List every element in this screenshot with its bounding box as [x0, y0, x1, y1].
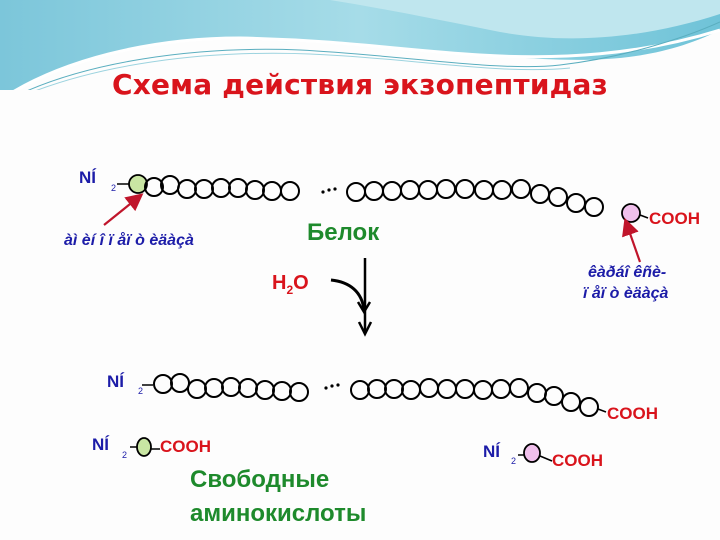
protein-name: Белок: [307, 219, 380, 246]
free-left-subscript: 2: [122, 450, 128, 460]
free-left-cooh-label: COOH: [160, 437, 211, 456]
protein-chain: [117, 174, 649, 223]
page-title: Схема действия экзопептидаз: [111, 68, 609, 101]
free-right-subscript: 2: [511, 456, 517, 466]
free-amino-acid-right: [518, 443, 553, 463]
free-left-n-label: NÍ: [92, 435, 109, 454]
free-amino-acids-caption-line2: аминокислоты: [190, 500, 367, 527]
c-terminal-residue: [621, 203, 641, 223]
header-wave-decoration: [0, 0, 720, 90]
free-right-cooh-label: COOH: [552, 451, 603, 470]
aminopeptidase-label: àì èí î ï åï ò èäàçà: [64, 232, 194, 249]
product-n-terminus-label: NÍ: [107, 372, 124, 391]
n-terminus-label: NÍ: [79, 168, 96, 187]
carboxypeptidase-arrow: [622, 217, 642, 263]
c-terminus-label: COOH: [649, 209, 700, 228]
n-terminus-subscript: 2: [111, 183, 117, 193]
product-n-terminus-subscript: 2: [138, 386, 144, 396]
free-right-n-label: NÍ: [483, 442, 500, 461]
chain-ellipsis-top: [321, 187, 337, 194]
free-amino-acid-left: [130, 437, 160, 457]
n-terminal-residue: [128, 174, 148, 194]
aminopeptidase-arrow: [103, 193, 144, 226]
product-c-terminus-label: COOH: [607, 404, 658, 423]
water-label: H2O: [272, 272, 309, 297]
carboxypeptidase-label-line2: ï åï ò èäàçà: [583, 285, 669, 302]
product-chain: [142, 373, 607, 417]
chain-ellipsis-bottom: [324, 383, 340, 390]
water-arrow: [330, 278, 366, 311]
carboxypeptidase-label-line1: êàðáî êñè-: [588, 264, 667, 281]
free-amino-acids-caption-line1: Свободные: [190, 466, 330, 493]
